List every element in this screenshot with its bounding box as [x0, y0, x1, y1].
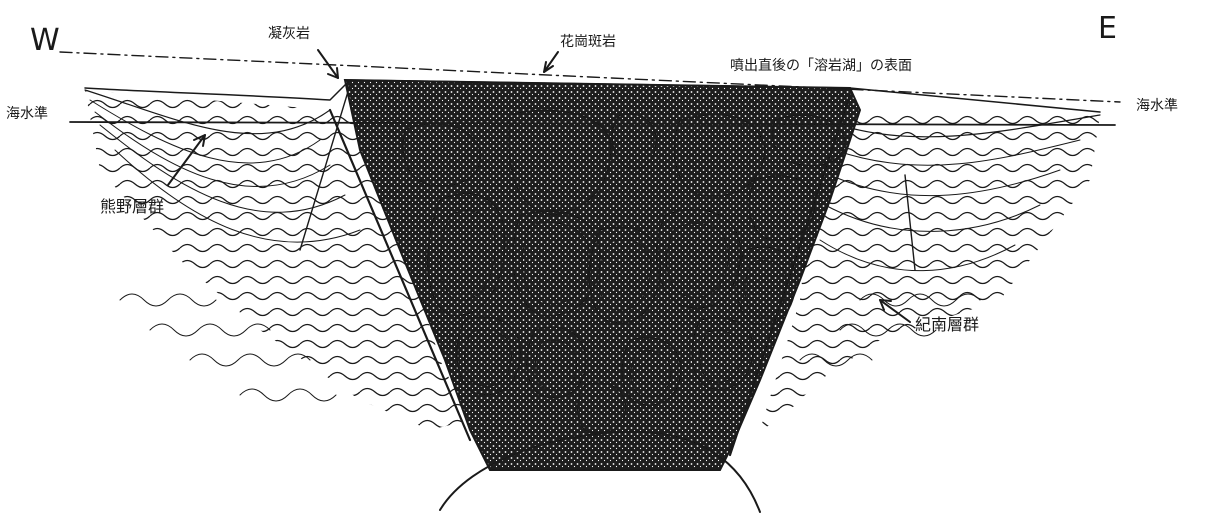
rhyolite-label: 凝灰岩 — [268, 26, 310, 42]
lava-lake-surface-label: 噴出直後の「溶岩湖」の表面 — [730, 57, 912, 74]
east-label: E — [1098, 11, 1117, 46]
sea-level-label-left: 海水準 — [6, 106, 48, 122]
sea-level-label-right: 海水準 — [1136, 98, 1178, 114]
west-label: W — [30, 23, 60, 58]
granite-porphyry-label: 花崗斑岩 — [560, 34, 616, 50]
kii-group-label: 紀南層群 — [915, 315, 979, 334]
kumano-group-label: 熊野層群 — [100, 197, 164, 216]
